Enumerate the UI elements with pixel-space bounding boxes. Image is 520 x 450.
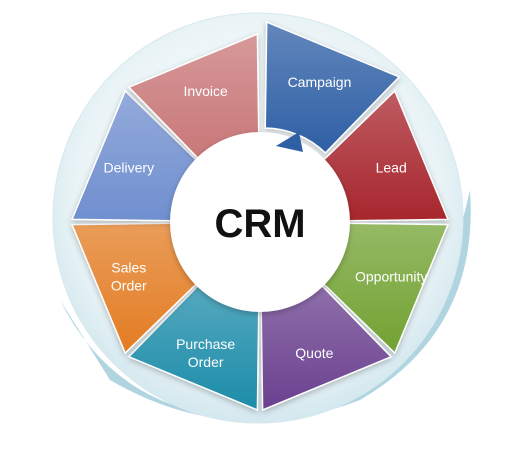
segment-label-opportunity: Opportunity — [355, 268, 427, 284]
segment-label-line: Opportunity — [355, 268, 427, 284]
segment-shine — [128, 34, 259, 159]
segment-label-line: Order — [111, 277, 147, 293]
segment-label-line: Delivery — [104, 160, 155, 176]
segment-label-line: Sales — [111, 259, 146, 275]
center-label: CRM — [214, 202, 305, 246]
segment-label-quote: Quote — [295, 345, 333, 361]
segment-label-line: Invoice — [183, 83, 228, 99]
segment-label-line: Campaign — [288, 74, 352, 90]
segment-label-line: Purchase — [176, 336, 235, 352]
center-circle — [170, 132, 350, 312]
segment-shine — [323, 90, 448, 221]
cycle-arrow-icon — [276, 132, 303, 152]
segment-shine — [128, 285, 259, 410]
segment-label-line: Quote — [295, 345, 333, 361]
segment-label-line: Order — [188, 354, 224, 370]
segment-shine — [72, 90, 197, 221]
segment-label-campaign: Campaign — [288, 74, 352, 90]
segment-shine — [323, 223, 448, 354]
segment-label-invoice: Invoice — [183, 83, 228, 99]
segment-shine — [72, 223, 197, 354]
segment-label-delivery: Delivery — [104, 160, 155, 176]
segment-shine — [261, 285, 392, 410]
segment-label-line: Lead — [376, 160, 407, 176]
segment-shine — [265, 22, 400, 153]
segment-label-lead: Lead — [376, 160, 407, 176]
